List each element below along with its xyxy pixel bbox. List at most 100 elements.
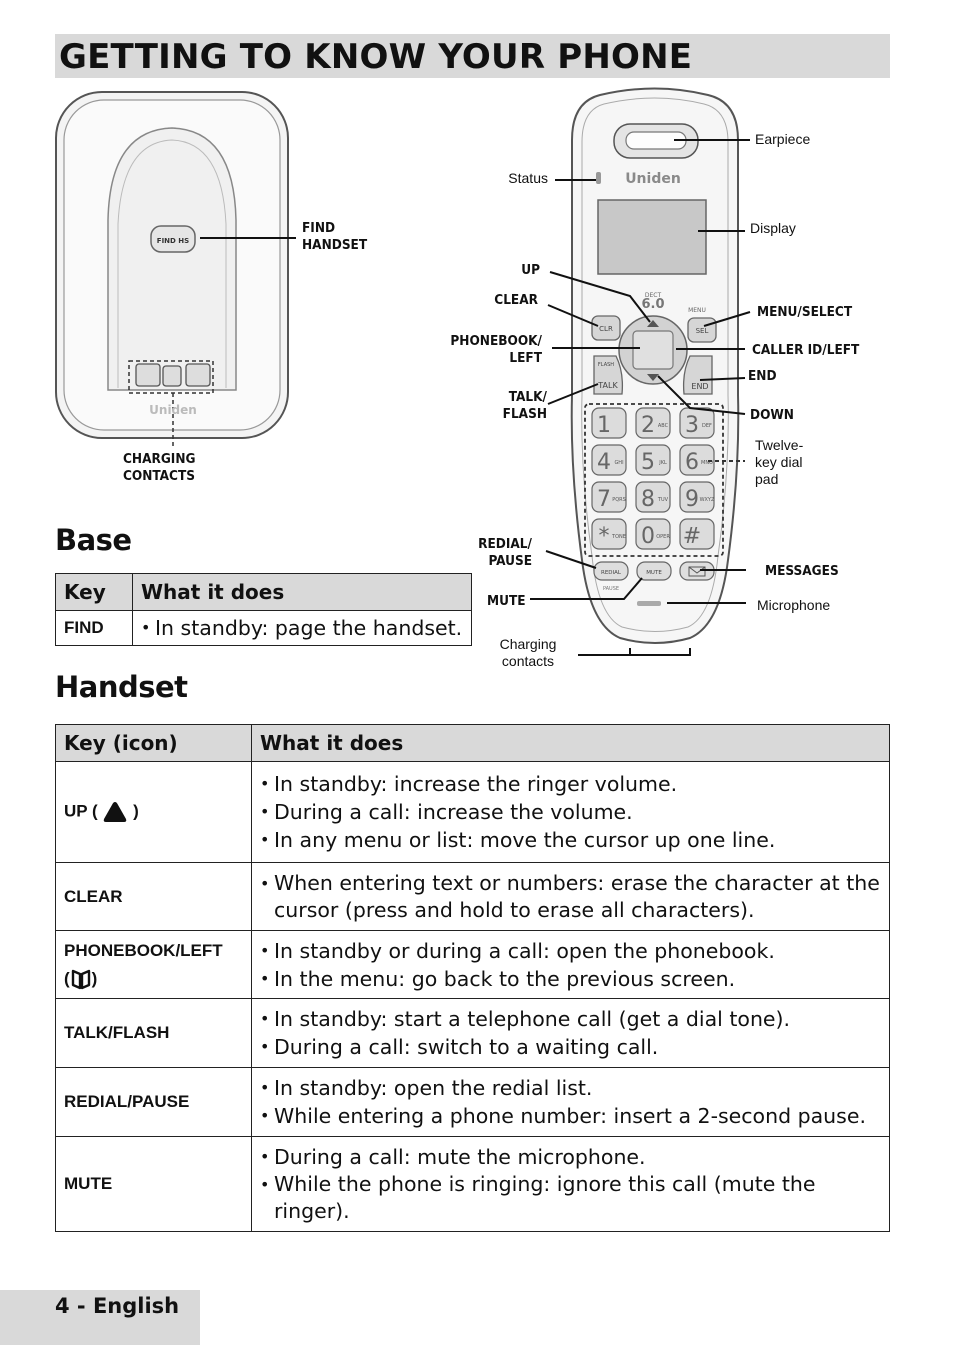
description-bullet: While entering a phone number: insert a … [260,1102,881,1130]
dial-key-body [635,444,671,476]
sel-key-label: SEL [696,327,709,335]
key-name-clear: CLEAR [55,862,252,931]
page-number: 4 - English [55,1294,180,1318]
up-triangle-icon [104,802,127,822]
dial-key-letters: PQRS [612,497,626,503]
dial-key-digit: # [683,524,701,549]
dial-key-body [591,407,627,439]
table-row: CLEAR When entering text or numbers: era… [55,862,890,931]
dial-key-body [635,407,671,439]
key-name-talk-flash: TALK/FLASH [55,998,252,1068]
key-name-phonebook-left: PHONEBOOK/LEFT ( ) [55,930,252,999]
base-illustration: FIND HS Uniden [55,91,296,448]
column-header-what-it-does: What it does [132,573,472,611]
menu-key-top-label: MENU [688,307,706,314]
callout-find-handset: FIND HANDSET [302,220,368,253]
description-bullet: During a call: increase the volume. [260,798,881,826]
redial-key-label: REDIAL [601,570,622,576]
dial-key-letters: GHI [614,460,623,466]
clr-key-label: CLR [599,325,613,333]
callout-charging-contacts-handset: Charging contacts [499,636,557,669]
dial-key-letters: TONE [611,534,626,540]
base-key-table: Key What it does FIND In standby: page t… [55,573,472,646]
callout-clear: CLEAR [494,292,538,308]
key-name-redial-pause: REDIAL/PAUSE [55,1067,252,1137]
flash-key-label: FLASH [598,362,614,368]
key-description: During a call: mute the microphone. Whil… [251,1136,890,1232]
page-title-bar: GETTING TO KNOW YOUR PHONE [55,34,890,78]
key-name-up: UP ( ) [55,761,252,863]
table-row: PHONEBOOK/LEFT ( ) In standby or during … [55,930,890,999]
handset-key-table: Key (icon) What it does UP ( ) In standb… [55,724,890,1232]
column-header-key-icon: Key (icon) [55,724,252,762]
dial-key-body [679,444,715,476]
dial-key-digit: 3 [685,413,699,438]
callout-menu-select: MENU/SELECT [757,304,853,320]
pause-key-label: PAUSE [603,586,619,592]
dial-key-letters: JKL [658,460,667,466]
callout-redial-pause: REDIAL/ PAUSE [478,536,532,569]
table-row: MUTE During a call: mute the microphone.… [55,1136,890,1232]
key-name-text: ) [133,801,139,821]
key-name-text: PHONEBOOK/LEFT [64,940,223,960]
key-description: In standby: start a telephone call (get … [251,998,890,1068]
phonebook-icon [71,969,90,990]
callout-microphone: Microphone [757,597,831,613]
handset-brand-logo: Uniden [625,171,681,187]
callout-mute: MUTE [487,593,526,609]
callout-up: UP [521,262,540,278]
key-name-text: ) [91,968,98,988]
description-bullet: In the menu: go back to the previous scr… [260,965,881,993]
dial-key-body [679,518,715,550]
dial-key-digit: 0 [641,524,655,549]
description-bullet: During a call: switch to a waiting call. [260,1033,881,1061]
dial-key-star: *TONE [591,518,627,550]
dial-key-digit: 2 [641,413,655,438]
dial-key-body [635,518,671,550]
base-brand-logo: Uniden [149,403,197,417]
dial-key-digit: 6 [685,450,699,475]
dial-key-letters: TUV [657,497,669,503]
description-bullet: In standby: page the handset. [141,614,463,642]
callout-earpiece: Earpiece [755,131,811,147]
key-description: In standby: increase the ringer volume. … [251,761,890,863]
table-header-row: Key What it does [55,573,472,611]
key-description: In standby: open the redial list. While … [251,1067,890,1137]
dial-key-body [679,481,715,513]
dect-version: 6.0 [641,297,664,312]
callout-down: DOWN [750,407,794,423]
page-title: GETTING TO KNOW YOUR PHONE [59,37,693,77]
key-name-find: FIND [55,610,133,646]
table-row: REDIAL/PAUSE In standby: open the redial… [55,1067,890,1137]
table-row: TALK/FLASH In standby: start a telephone… [55,998,890,1068]
dect-label: DECT [645,292,662,299]
dial-key-letters: MNO [701,460,713,466]
key-description: In standby or during a call: open the ph… [251,930,890,999]
description-bullet: In standby: start a telephone call (get … [260,1005,881,1033]
description-bullet: In standby or during a call: open the ph… [260,937,881,965]
dial-key-digit: * [599,524,610,549]
callout-charging-contacts-base: CHARGING CONTACTS [123,451,196,484]
description-bullet: In any menu or list: move the cursor up … [260,826,881,854]
key-name-text: ( [64,968,70,988]
dial-key-letters: DEF [702,423,712,429]
dial-key-body [591,481,627,513]
dial-key-digit: 8 [641,487,655,512]
column-header-what-it-does: What it does [251,724,890,762]
handset-illustration: Uniden DECT 6.0 MENU CLR SEL FLASH TALK … [530,87,751,656]
base-section-heading: Base [55,523,132,557]
end-key-label: END [691,382,708,391]
column-header-key: Key [55,573,133,611]
key-name-text: UP ( [64,801,98,821]
description-bullet: In standby: increase the ringer volume. [260,770,881,798]
dial-key-digit: 4 [597,450,611,475]
talk-key-label: TALK [597,381,618,390]
callout-phonebook-left: PHONEBOOK/ LEFT [450,333,542,366]
